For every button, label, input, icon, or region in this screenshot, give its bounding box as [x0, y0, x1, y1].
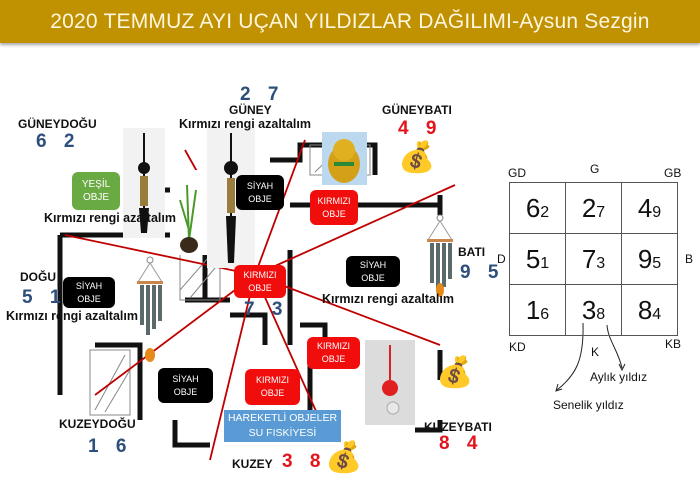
- grid-label-gd: GD: [508, 166, 526, 180]
- stars-guneybati: 4 9: [398, 118, 443, 139]
- note-dogu: Kırmızı rengi azaltalım: [6, 309, 138, 323]
- grid-label-b: B: [685, 252, 694, 266]
- flying-stars-grid: 62 27 49 51 73 95 16 38 84: [509, 182, 678, 336]
- title-bar: 2020 TEMMUZ AYI UÇAN YILDIZLAR DAĞILIMI-…: [0, 0, 700, 43]
- grid-cell: 38: [565, 284, 622, 336]
- stars-bati: 9 5: [460, 262, 505, 283]
- grid-label-k: K: [591, 345, 600, 359]
- grid-cell: 51: [509, 233, 566, 285]
- direction-label-kuzeybati: KUZEYBATI: [424, 420, 492, 434]
- stars-kuzeydogu: 1 6: [88, 436, 133, 457]
- hatched-areas: [89, 144, 371, 416]
- grid-cell: 95: [621, 233, 678, 285]
- direction-label-guneybati: GÜNEYBATI: [382, 103, 452, 117]
- direction-label-kuzey: KUZEY: [232, 457, 273, 471]
- annual-star-label: Senelik yıldız: [553, 398, 624, 412]
- lucky-cat-photo: [322, 132, 367, 185]
- wind-chime-photo-2: [135, 255, 165, 365]
- direction-label-bati: BATI: [458, 245, 486, 259]
- stars-kuzeybati: 8 4: [439, 433, 484, 454]
- grid-cell: 16: [509, 284, 566, 336]
- money-bag-icon: 💰: [325, 441, 363, 474]
- direction-label-dogu: DOĞU: [20, 270, 56, 284]
- grid-cell: 27: [565, 182, 622, 234]
- grid-label-d: D: [497, 252, 506, 266]
- grid-cell: 73: [565, 233, 622, 285]
- wind-chime-photo: [425, 210, 455, 300]
- grid-cell: 84: [621, 284, 678, 336]
- black-tassel-photo: [123, 128, 165, 238]
- bamboo-plant-photo: [170, 170, 208, 255]
- direction-label-guneydogu: GÜNEYDOĞU: [18, 117, 97, 131]
- grid-label-g: G: [590, 162, 600, 176]
- stars-guneydogu: 6 2: [36, 131, 81, 152]
- note-bati: Kırmızı rengi azaltalım: [322, 292, 454, 306]
- money-bag-icon: 💰: [436, 356, 474, 389]
- stars-merkez: 7 3: [244, 299, 289, 320]
- stars-kuzey: 3 8: [282, 451, 327, 472]
- grid-label-kb: KB: [665, 337, 682, 351]
- red-knot-photo: [365, 340, 415, 425]
- grid-label-gb: GB: [664, 166, 682, 180]
- note-guney: Kırmızı rengi azaltalım: [179, 117, 311, 131]
- grid-label-kd: KD: [509, 340, 526, 354]
- money-bag-icon: 💰: [398, 141, 436, 174]
- stars-dogu: 5 1: [22, 287, 67, 308]
- grid-cell: 49: [621, 182, 678, 234]
- grid-cell: 62: [509, 182, 566, 234]
- direction-label-kuzeydogu: KUZEYDOĞU: [59, 417, 136, 431]
- note-guneydogu: Kırmızı rengi azaltalım: [44, 211, 176, 225]
- page-title: 2020 TEMMUZ AYI UÇAN YILDIZLAR DAĞILIMI-…: [50, 10, 650, 33]
- direction-label-guney: GÜNEY: [229, 103, 272, 117]
- monthly-star-label: Aylık yıldız: [590, 370, 648, 384]
- stars-guney: 2 7: [240, 84, 285, 105]
